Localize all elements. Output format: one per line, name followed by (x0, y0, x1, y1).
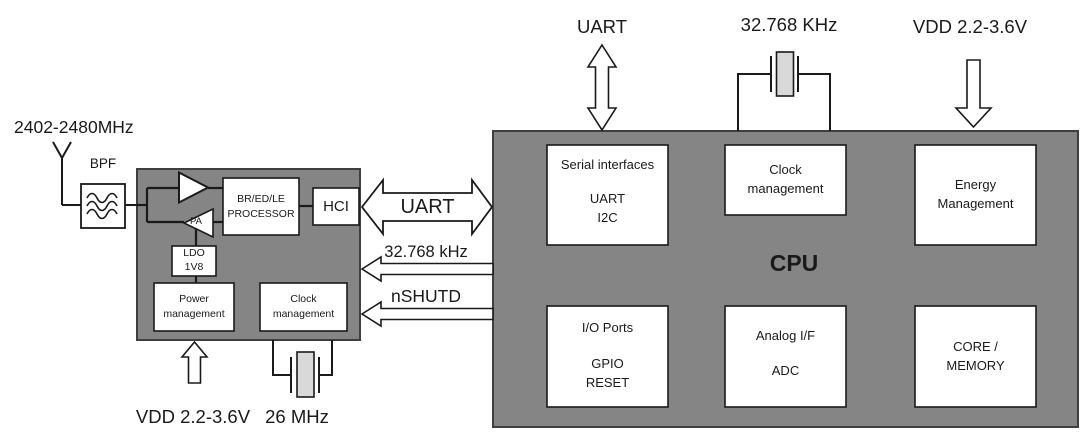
pa-label: PA (190, 216, 202, 227)
cpu-clock-management-box (724, 144, 847, 216)
nshutd-left-arrow-icon (360, 300, 494, 328)
core-memory-label: CORE / MEMORY (946, 338, 1005, 373)
bpf-box (80, 183, 126, 229)
clock-signal-label: 32.768 kHz (384, 243, 468, 261)
cpu-clock-management-label: Clock management (747, 162, 824, 196)
crystal-26mhz-icon (272, 340, 333, 398)
nshutd-label: nSHUTD (390, 286, 461, 306)
antenna-icon (52, 141, 81, 206)
analog-if-text: Analog I/F ADC (725, 306, 846, 407)
core-memory-box (914, 305, 1037, 408)
amplifier-triangle-icon (178, 170, 211, 205)
processor-label: BR/ED/LE PROCESSOR (227, 193, 295, 220)
power-management-label: Power management (163, 293, 225, 320)
vdd-down-arrow-icon (954, 59, 993, 129)
uart-vertical-double-arrow-icon (586, 43, 618, 132)
module-crystal-label: 26 MHz (265, 406, 329, 427)
power-management-box (153, 282, 235, 332)
io-ports-title: I/O Ports (581, 320, 634, 335)
cpu-uart-label: UART (576, 16, 628, 37)
analog-if-sub: ADC (771, 363, 800, 378)
io-ports-box (546, 305, 669, 408)
ldo-label: LDO 1V8 (183, 247, 205, 273)
analog-if-box (724, 305, 847, 408)
cpu-crystal-label: 32.768 KHz (740, 14, 838, 35)
ldo-box (171, 245, 217, 277)
processor-box (222, 177, 300, 236)
energy-management-box (914, 144, 1037, 246)
cpu-vdd-label: VDD 2.2-3.6V (912, 16, 1028, 37)
clock-signal-left-arrow-icon (360, 255, 494, 283)
serial-interfaces-text: Serial interfaces UART I2C (547, 145, 668, 245)
io-ports-sub: GPIO RESET (585, 356, 630, 390)
bt-clock-management-label: Clock management (272, 293, 335, 320)
rf-wiring (137, 186, 313, 283)
energy-management-label: Energy Management (937, 177, 1014, 211)
uart-double-arrow-icon (360, 177, 494, 237)
analog-if-title: Analog I/F (755, 328, 816, 343)
antenna-freq-label: 2402-2480MHz (14, 117, 134, 137)
bandpass-filter-waves-icon (86, 192, 118, 220)
bpf-label: BPF (89, 156, 117, 171)
serial-interfaces-title: Serial interfaces (560, 157, 655, 172)
cpu-title: CPU (769, 250, 819, 276)
uart-bus-label: UART (400, 196, 455, 218)
bt-clock-management-box (259, 282, 348, 332)
pa-amplifier-triangle-icon (182, 207, 214, 239)
module-vdd-label: VDD 2.2-3.6V (135, 406, 251, 427)
crystal-32khz-icon (737, 51, 831, 131)
hci-box (312, 187, 360, 226)
serial-interfaces-box (546, 144, 669, 246)
serial-interfaces-sub: UART I2C (589, 191, 626, 225)
hci-label: HCI (323, 198, 349, 215)
io-ports-text: I/O Ports GPIO RESET (547, 306, 668, 407)
vdd-up-arrow-icon (180, 340, 209, 384)
